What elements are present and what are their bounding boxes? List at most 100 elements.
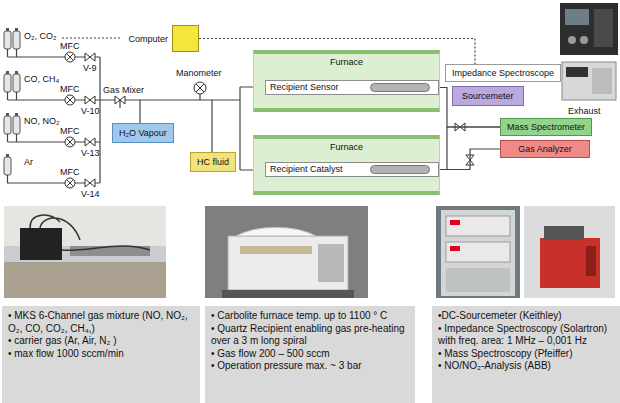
- photo-device: [560, 3, 618, 55]
- photo-flange: [544, 226, 584, 240]
- bullet-text: • Mass Spectroscopy (Pfeiffer): [438, 348, 614, 361]
- valve-symbol: [85, 53, 95, 61]
- tube-label: Recipient Catalyst: [266, 163, 438, 176]
- valve-label: V-10: [81, 106, 100, 117]
- bullet-text: • Operation pressure max. ~ 3 bar: [211, 360, 409, 373]
- mfc-cross: [67, 54, 74, 187]
- bottle-cap: [6, 28, 9, 31]
- valve-label: V-13: [81, 148, 100, 159]
- photo-unit: [446, 216, 510, 236]
- mfc-label: MFC: [60, 126, 80, 137]
- bullet-text: • NO/NO₂-Analysis (ABB): [438, 360, 614, 373]
- manometer-symbol: [194, 82, 206, 94]
- gas-line: [439, 127, 500, 170]
- photo-tube: [240, 246, 312, 254]
- furnace-box: FurnaceRecipient Catalyst: [253, 135, 440, 195]
- photo-display: [566, 67, 588, 77]
- computer-icon: Computer: [172, 25, 199, 52]
- mfc-label: MFC: [60, 41, 80, 52]
- bullet-text: • Carbolite furnace temp. up to 1100 ° C: [211, 310, 409, 323]
- mfc-label: MFC: [60, 167, 80, 178]
- recipient-tube: Recipient Catalyst: [265, 162, 439, 177]
- photo-knob: [568, 36, 576, 44]
- bottle-cap: [15, 71, 18, 74]
- instrument-label: Impedance Spectroscope: [452, 67, 554, 79]
- gas-line: [8, 49, 266, 183]
- instrument-box: Sourcemeter: [452, 86, 524, 106]
- bottle-cap: [6, 113, 9, 116]
- furnace-photo: [205, 206, 368, 298]
- gas-label: NO, NO₂: [24, 116, 60, 127]
- photo-controller: [318, 244, 344, 282]
- photo-cable: [30, 215, 150, 250]
- photo-knob: [580, 36, 588, 44]
- bottle-cap: [6, 154, 9, 157]
- gas-bottle: [13, 116, 20, 134]
- mfc-label: MFC: [60, 84, 80, 95]
- bullet-text: • Gas flow 200 – 500 sccm: [211, 348, 409, 361]
- gas-label: Ar: [24, 157, 33, 168]
- photo-unit: [446, 268, 510, 292]
- instrument-box: Impedance Spectroscope: [445, 64, 561, 82]
- photo-background: [524, 206, 615, 298]
- sample-capsule: [371, 166, 430, 174]
- instrument-box: Mass Spectrometer: [500, 118, 592, 136]
- photo-panel: [586, 246, 596, 276]
- photo-background: [436, 206, 520, 298]
- gas-bottle: [13, 31, 20, 49]
- gas-bottle: [4, 116, 11, 134]
- photo-cabinet: [441, 210, 515, 296]
- bullet-text: • Impedance Spectroscopy (Solartron) wit…: [438, 323, 614, 348]
- info-panel: •DC-Sourcemeter (Keithley)• Impedance Sp…: [432, 306, 620, 403]
- exhaust-label: Exhaust: [568, 106, 601, 117]
- bullet-text: • Quartz Recipient enabling gas pre-heat…: [211, 323, 409, 348]
- photo-background: [205, 206, 368, 298]
- gas-line: [439, 149, 500, 170]
- supply-label: HC fluid: [197, 156, 229, 168]
- gas-bottle: [4, 31, 11, 49]
- device-label: Computer: [128, 33, 168, 45]
- bullet-text: •DC-Sourcemeter (Keithley): [438, 310, 614, 323]
- sample-capsule: [370, 83, 430, 92]
- gas-bottle: [13, 74, 20, 92]
- photo-logo: [450, 220, 460, 225]
- recipient-tube: Recipient Sensor: [265, 80, 439, 95]
- photo-background: [4, 206, 166, 298]
- three-way-valve: [115, 96, 125, 104]
- furnace-label: Furnace: [254, 54, 439, 68]
- valve-symbol: [85, 138, 95, 146]
- photo-base: [222, 290, 354, 298]
- gas-bottle: [4, 74, 11, 92]
- gas-bottle: [4, 157, 11, 175]
- supply-label: H₂O Vapour: [119, 127, 167, 139]
- mixer-label: Gas Mixer: [103, 85, 144, 96]
- photo-table: [4, 262, 166, 298]
- tube-label: Recipient Sensor: [266, 81, 438, 94]
- bottle-cap: [15, 113, 18, 116]
- photo-device: [562, 62, 616, 100]
- spectrometer-photo: [524, 206, 615, 298]
- photo-device: [540, 238, 600, 288]
- valve-label: V-14: [81, 189, 100, 200]
- supply-box: HC fluid: [190, 152, 236, 172]
- bullet-text: • carrier gas (Ar, Air, N₂ ): [8, 335, 194, 348]
- info-panel: • MKS 6-Channel gas mixture (NO, NO₂, O₂…: [2, 306, 200, 403]
- furnace-label: Furnace: [254, 139, 439, 153]
- bullet-text: • MKS 6-Channel gas mixture (NO, NO₂, O₂…: [8, 310, 194, 335]
- valve-symbol: [85, 96, 95, 104]
- photo-panel: [592, 68, 612, 94]
- gas-label: O₂, CO₂: [24, 31, 57, 42]
- bullet-text: • max flow 1000 sccm/min: [8, 348, 194, 361]
- instrument-label: Sourcemeter: [462, 90, 514, 102]
- photo-device: [20, 228, 62, 260]
- manometer-cross: [196, 84, 204, 92]
- photo-furnace: [228, 236, 348, 290]
- instrument-photo: [560, 3, 618, 100]
- bottle-cap: [6, 71, 9, 74]
- valve-label: V-9: [83, 63, 97, 74]
- instrument-label: Gas Analyzer: [507, 143, 583, 155]
- photo-panel: [594, 9, 613, 47]
- photo-display: [565, 9, 589, 25]
- furnace-box: FurnaceRecipient Sensor: [253, 50, 440, 112]
